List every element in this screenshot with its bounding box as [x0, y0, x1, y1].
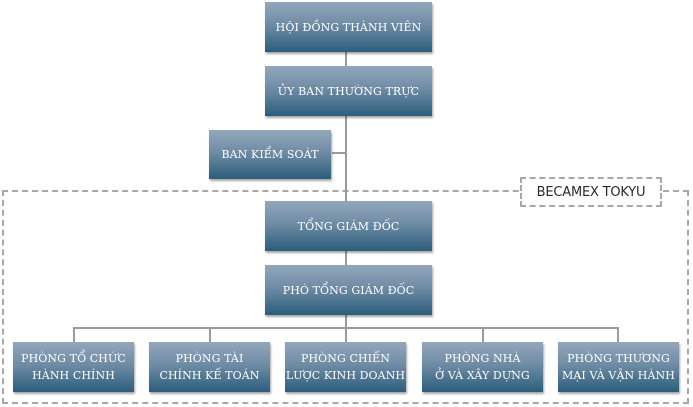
general-director-label: TỔNG GIÁM ĐỐC	[297, 219, 400, 233]
department-label: PHÒNG TÀI CHÍNH KẾ TOÁN	[159, 352, 260, 382]
standing-committee-label: ỦY BAN THƯỜNG TRỰC	[277, 84, 420, 98]
department-box-commerce[interactable]: PHÒNG THƯƠNG MẠI VÀ VẬN HÀNH	[558, 342, 679, 392]
department-box-strategy[interactable]: PHÒNG CHIẾN LƯỢC KINH DOANH	[285, 342, 406, 392]
connector-main-vertical	[345, 52, 347, 328]
deputy-general-director-box[interactable]: PHÓ TỔNG GIÁM ĐỐC	[265, 265, 432, 315]
department-label: PHÒNG TỔ CHỨC HÀNH CHÍNH	[21, 352, 126, 382]
department-label: PHÒNG THƯƠNG MẠI VÀ VẬN HÀNH	[562, 352, 675, 382]
connector-dept-2	[209, 327, 211, 343]
connector-dept-3	[345, 327, 347, 343]
connector-supervisory	[332, 152, 346, 154]
department-box-admin[interactable]: PHÒNG TỔ CHỨC HÀNH CHÍNH	[13, 342, 134, 392]
supervisory-board-label: BAN KIỂM SOÁT	[221, 148, 319, 161]
supervisory-board-box[interactable]: BAN KIỂM SOÁT	[209, 130, 331, 179]
board-of-members-label: HỘI ĐỒNG THÀNH VIÊN	[275, 20, 422, 34]
board-of-members-box[interactable]: HỘI ĐỒNG THÀNH VIÊN	[265, 2, 432, 52]
department-box-housing[interactable]: PHÒNG NHÀ Ở VÀ XÂY DỰNG	[422, 342, 543, 392]
company-name-label: BECAMEX TOKYU	[520, 177, 662, 207]
deputy-general-director-label: PHÓ TỔNG GIÁM ĐỐC	[282, 283, 415, 297]
department-label: PHÒNG NHÀ Ở VÀ XÂY DỰNG	[435, 352, 530, 382]
department-box-finance[interactable]: PHÒNG TÀI CHÍNH KẾ TOÁN	[149, 342, 270, 392]
connector-dept-4	[482, 327, 484, 343]
department-label: PHÒNG CHIẾN LƯỢC KINH DOANH	[285, 352, 406, 382]
general-director-box[interactable]: TỔNG GIÁM ĐỐC	[265, 201, 432, 251]
connector-dept-1	[73, 327, 75, 343]
standing-committee-box[interactable]: ỦY BAN THƯỜNG TRỰC	[265, 66, 432, 116]
company-name-text: BECAMEX TOKYU	[536, 184, 646, 200]
connector-dept-5	[617, 327, 619, 343]
